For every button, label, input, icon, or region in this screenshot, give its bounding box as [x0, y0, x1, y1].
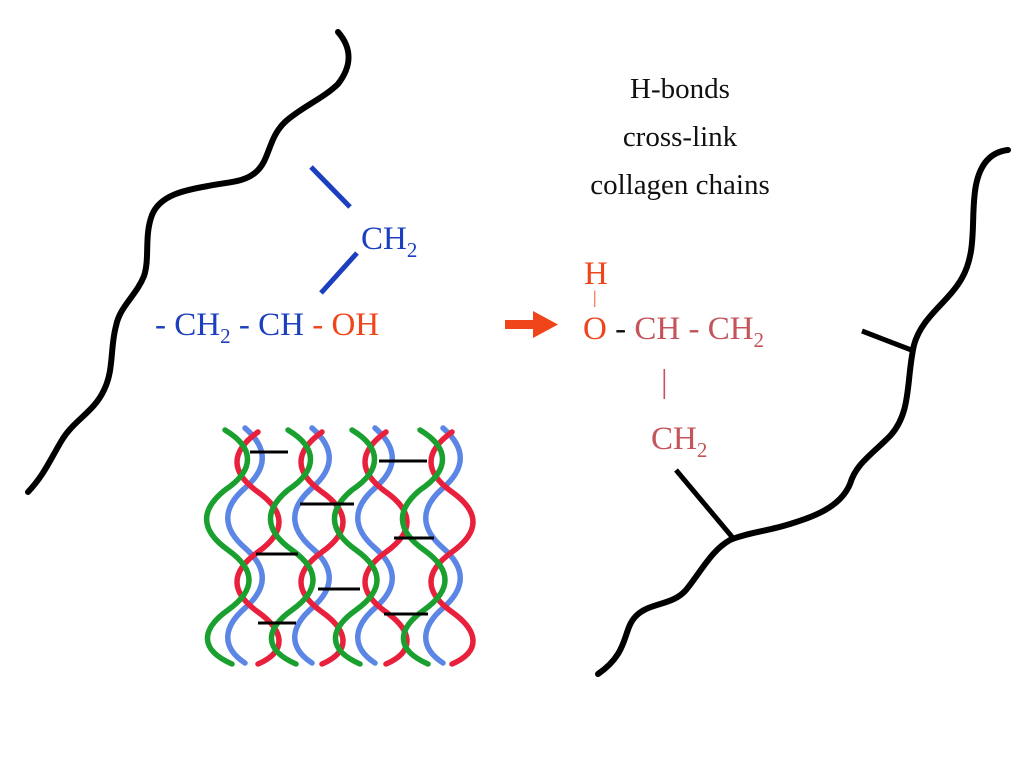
right-arrow-icon [505, 311, 558, 338]
right-bond-to-backbone-lower [674, 468, 735, 540]
right-dash-2: - [688, 311, 700, 347]
caption-line-2: cross-link [622, 121, 738, 153]
left-polymer-chain [25, 29, 352, 495]
helix-4-green [399, 427, 448, 667]
left-bond-upper [309, 165, 352, 209]
left-branch-subscript: 2 [406, 238, 418, 262]
right-dash-1: - [615, 311, 627, 347]
caption-line-1: H-bonds [630, 73, 730, 105]
right-bond-to-backbone-upper [861, 328, 915, 354]
right-ch2-subscript: 2 [753, 328, 765, 352]
helix-4-blue [423, 425, 463, 666]
left-dash-1: - [155, 307, 166, 343]
left-branch-ch2: CH2 [361, 221, 417, 261]
right-branch-subscript: 2 [696, 438, 708, 462]
left-branch-ch-text: CH [361, 221, 407, 257]
left-ch-text: CH [258, 307, 304, 343]
helix-4-red [428, 429, 476, 667]
left-dash-2: - [238, 307, 250, 343]
left-ch2-text: CH [174, 307, 221, 343]
left-main-chain: - CH2 - CH - OH [155, 307, 380, 347]
helix-1-blue [225, 425, 265, 666]
helix-3-blue [355, 425, 395, 666]
helix-3-green [331, 427, 380, 667]
right-polymer-chain [595, 147, 1011, 677]
right-vertical-bond: | [661, 364, 668, 400]
right-main-chain: O - CH - CH2 [583, 311, 764, 351]
left-bond-lower [319, 251, 359, 295]
helix-1-green [203, 427, 252, 667]
right-hydrogen: H [584, 256, 608, 292]
left-hydroxyl-text: OH [331, 307, 380, 343]
left-dash-3: - [312, 307, 324, 343]
left-ch2-subscript: 2 [220, 324, 231, 348]
crosslink-bonds [250, 450, 434, 625]
right-h-o-bond: | [593, 287, 597, 307]
right-branch-ch-text: CH [651, 421, 697, 457]
right-oxygen: O [583, 311, 607, 347]
helix-2-blue [292, 425, 332, 666]
helix-2-green [267, 427, 316, 667]
right-ch-text: CH [634, 311, 681, 347]
right-ch2-text: CH [707, 311, 754, 347]
caption-line-3: collagen chains [590, 169, 770, 201]
right-branch-ch2: CH2 [651, 421, 707, 461]
